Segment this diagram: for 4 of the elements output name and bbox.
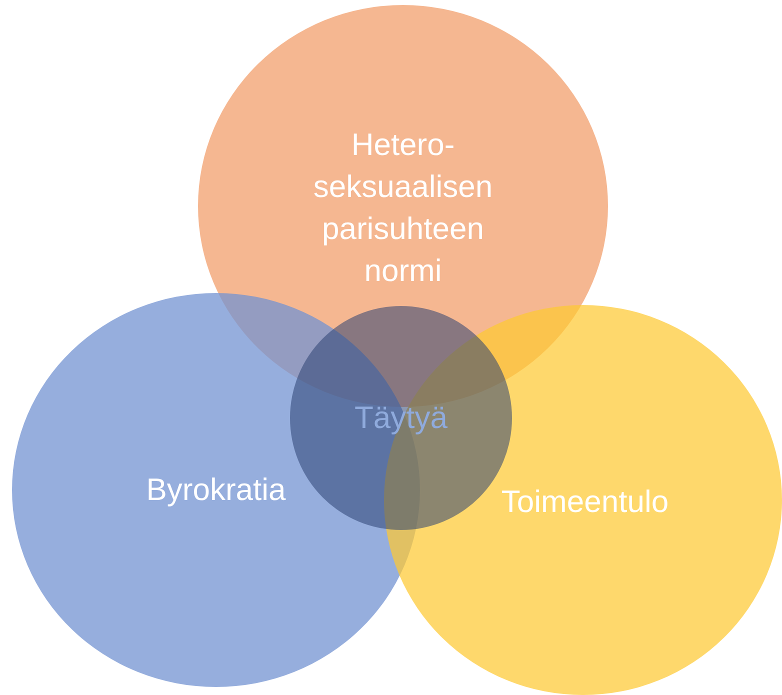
circle-label: Täytyä (353, 399, 449, 437)
circle-label: Hetero-seksuaalisen parisuhteen normi (312, 126, 494, 290)
circle-label: Toimeentulo (500, 483, 670, 521)
circle-label: Byrokratia (145, 471, 287, 509)
